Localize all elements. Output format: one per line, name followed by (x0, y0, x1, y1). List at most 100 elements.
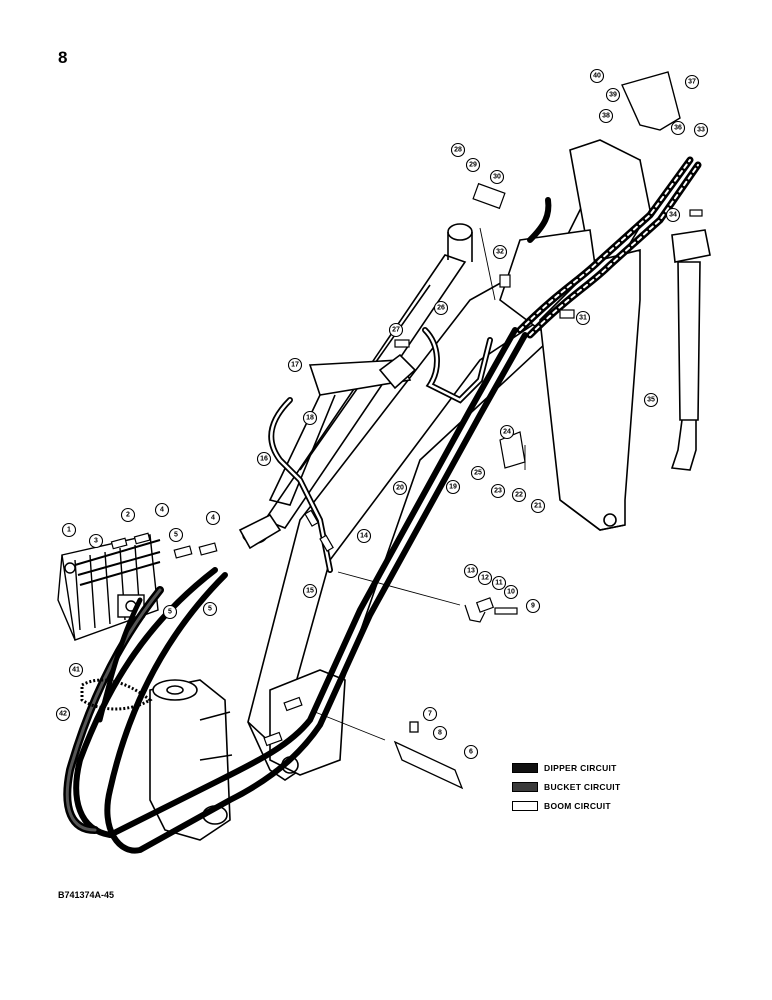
callout-1: 1 (61, 522, 77, 538)
callout-7: 7 (422, 706, 438, 722)
callout-5c: 5 (202, 601, 218, 617)
svg-text:6: 6 (469, 749, 473, 756)
legend-item-dipper: DIPPER CIRCUIT (512, 758, 620, 777)
callout-5b: 5 (162, 604, 178, 620)
callouts-group: 1 2 3 4 4 5 5 5 6 7 8 9 10 11 12 13 14 1… (55, 68, 709, 760)
callout-10: 10 (503, 584, 519, 600)
callout-23: 23 (490, 483, 506, 499)
callout-37: 37 (684, 74, 700, 90)
svg-text:14: 14 (360, 533, 368, 540)
svg-text:23: 23 (494, 488, 502, 495)
callout-29: 29 (465, 157, 481, 173)
legend-item-bucket: BUCKET CIRCUIT (512, 777, 620, 796)
svg-text:31: 31 (579, 315, 587, 322)
callout-20: 20 (392, 480, 408, 496)
callout-3: 3 (88, 533, 104, 549)
callout-6: 6 (463, 744, 479, 760)
callout-8: 8 (432, 725, 448, 741)
svg-text:18: 18 (306, 415, 314, 422)
svg-text:39: 39 (609, 92, 617, 99)
clamp-hardware (464, 597, 518, 623)
svg-text:41: 41 (72, 667, 80, 674)
callout-39: 39 (605, 87, 621, 103)
svg-text:15: 15 (306, 588, 314, 595)
svg-text:25: 25 (474, 470, 482, 477)
callout-28: 28 (450, 142, 466, 158)
svg-text:34: 34 (669, 212, 677, 219)
callout-38: 38 (598, 108, 614, 124)
callout-9: 9 (525, 598, 541, 614)
legend-item-boom: BOOM CIRCUIT (512, 796, 620, 815)
plate (472, 182, 506, 210)
callout-26: 26 (433, 300, 449, 316)
svg-text:36: 36 (674, 125, 682, 132)
bucket-hoses (63, 156, 702, 834)
callout-12: 12 (477, 570, 493, 586)
callout-5a: 5 (168, 527, 184, 543)
callout-42: 42 (55, 706, 71, 722)
spring-guard (80, 678, 153, 711)
callout-31: 31 (575, 310, 591, 326)
callout-32: 32 (492, 244, 508, 260)
svg-text:30: 30 (493, 174, 501, 181)
svg-text:21: 21 (534, 503, 542, 510)
bucket-swatch (512, 781, 538, 792)
callout-16: 16 (256, 451, 272, 467)
svg-text:17: 17 (291, 362, 299, 369)
boom-swatch (512, 800, 538, 811)
callout-36: 36 (670, 120, 686, 136)
svg-text:13: 13 (467, 568, 475, 575)
page-number: 8 (58, 48, 68, 67)
callout-13: 13 (463, 563, 479, 579)
svg-text:37: 37 (688, 79, 696, 86)
svg-text:4: 4 (211, 515, 215, 522)
callout-22: 22 (511, 487, 527, 503)
callout-4b: 4 (205, 510, 221, 526)
svg-text:19: 19 (449, 484, 457, 491)
callout-4a: 4 (154, 502, 170, 518)
boom-structure (149, 139, 711, 841)
svg-text:40: 40 (593, 73, 601, 80)
callout-27: 27 (388, 322, 404, 338)
svg-text:35: 35 (647, 397, 655, 404)
callout-40: 40 (589, 68, 605, 84)
leader-lines (314, 227, 526, 741)
callout-30: 30 (489, 169, 505, 185)
svg-text:1: 1 (67, 527, 71, 534)
svg-text:5: 5 (174, 532, 178, 539)
svg-text:16: 16 (260, 456, 268, 463)
callout-24: 24 (499, 424, 515, 440)
control-valve (57, 534, 161, 641)
callout-2: 2 (120, 507, 136, 523)
svg-text:5: 5 (208, 606, 212, 613)
svg-text:9: 9 (531, 603, 535, 610)
callout-41: 41 (68, 662, 84, 678)
svg-text:4: 4 (160, 507, 164, 514)
legend-label: BOOM CIRCUIT (544, 800, 611, 811)
reference-code: B741374A-45 (58, 890, 115, 900)
legend-label: DIPPER CIRCUIT (544, 762, 617, 773)
boom-hoses (97, 327, 493, 723)
legend-label: BUCKET CIRCUIT (544, 781, 621, 792)
callout-14: 14 (356, 528, 372, 544)
svg-text:32: 32 (496, 249, 504, 256)
svg-text:28: 28 (454, 147, 462, 154)
dipper-hoses (73, 327, 528, 854)
svg-text:3: 3 (94, 538, 98, 545)
callout-19: 19 (445, 479, 461, 495)
svg-text:24: 24 (503, 429, 511, 436)
svg-text:38: 38 (602, 113, 610, 120)
svg-text:42: 42 (59, 711, 67, 718)
callout-34: 34 (665, 207, 681, 223)
clamp-bracket (393, 721, 464, 790)
svg-text:33: 33 (697, 127, 705, 134)
svg-text:10: 10 (507, 589, 515, 596)
svg-text:8: 8 (438, 730, 442, 737)
circuit-legend: DIPPER CIRCUIT BUCKET CIRCUIT BOOM CIRCU… (512, 758, 620, 815)
callout-25: 25 (470, 465, 486, 481)
svg-text:22: 22 (515, 492, 523, 499)
callout-15: 15 (302, 583, 318, 599)
dipper-swatch (512, 762, 538, 773)
callout-21: 21 (530, 498, 546, 514)
